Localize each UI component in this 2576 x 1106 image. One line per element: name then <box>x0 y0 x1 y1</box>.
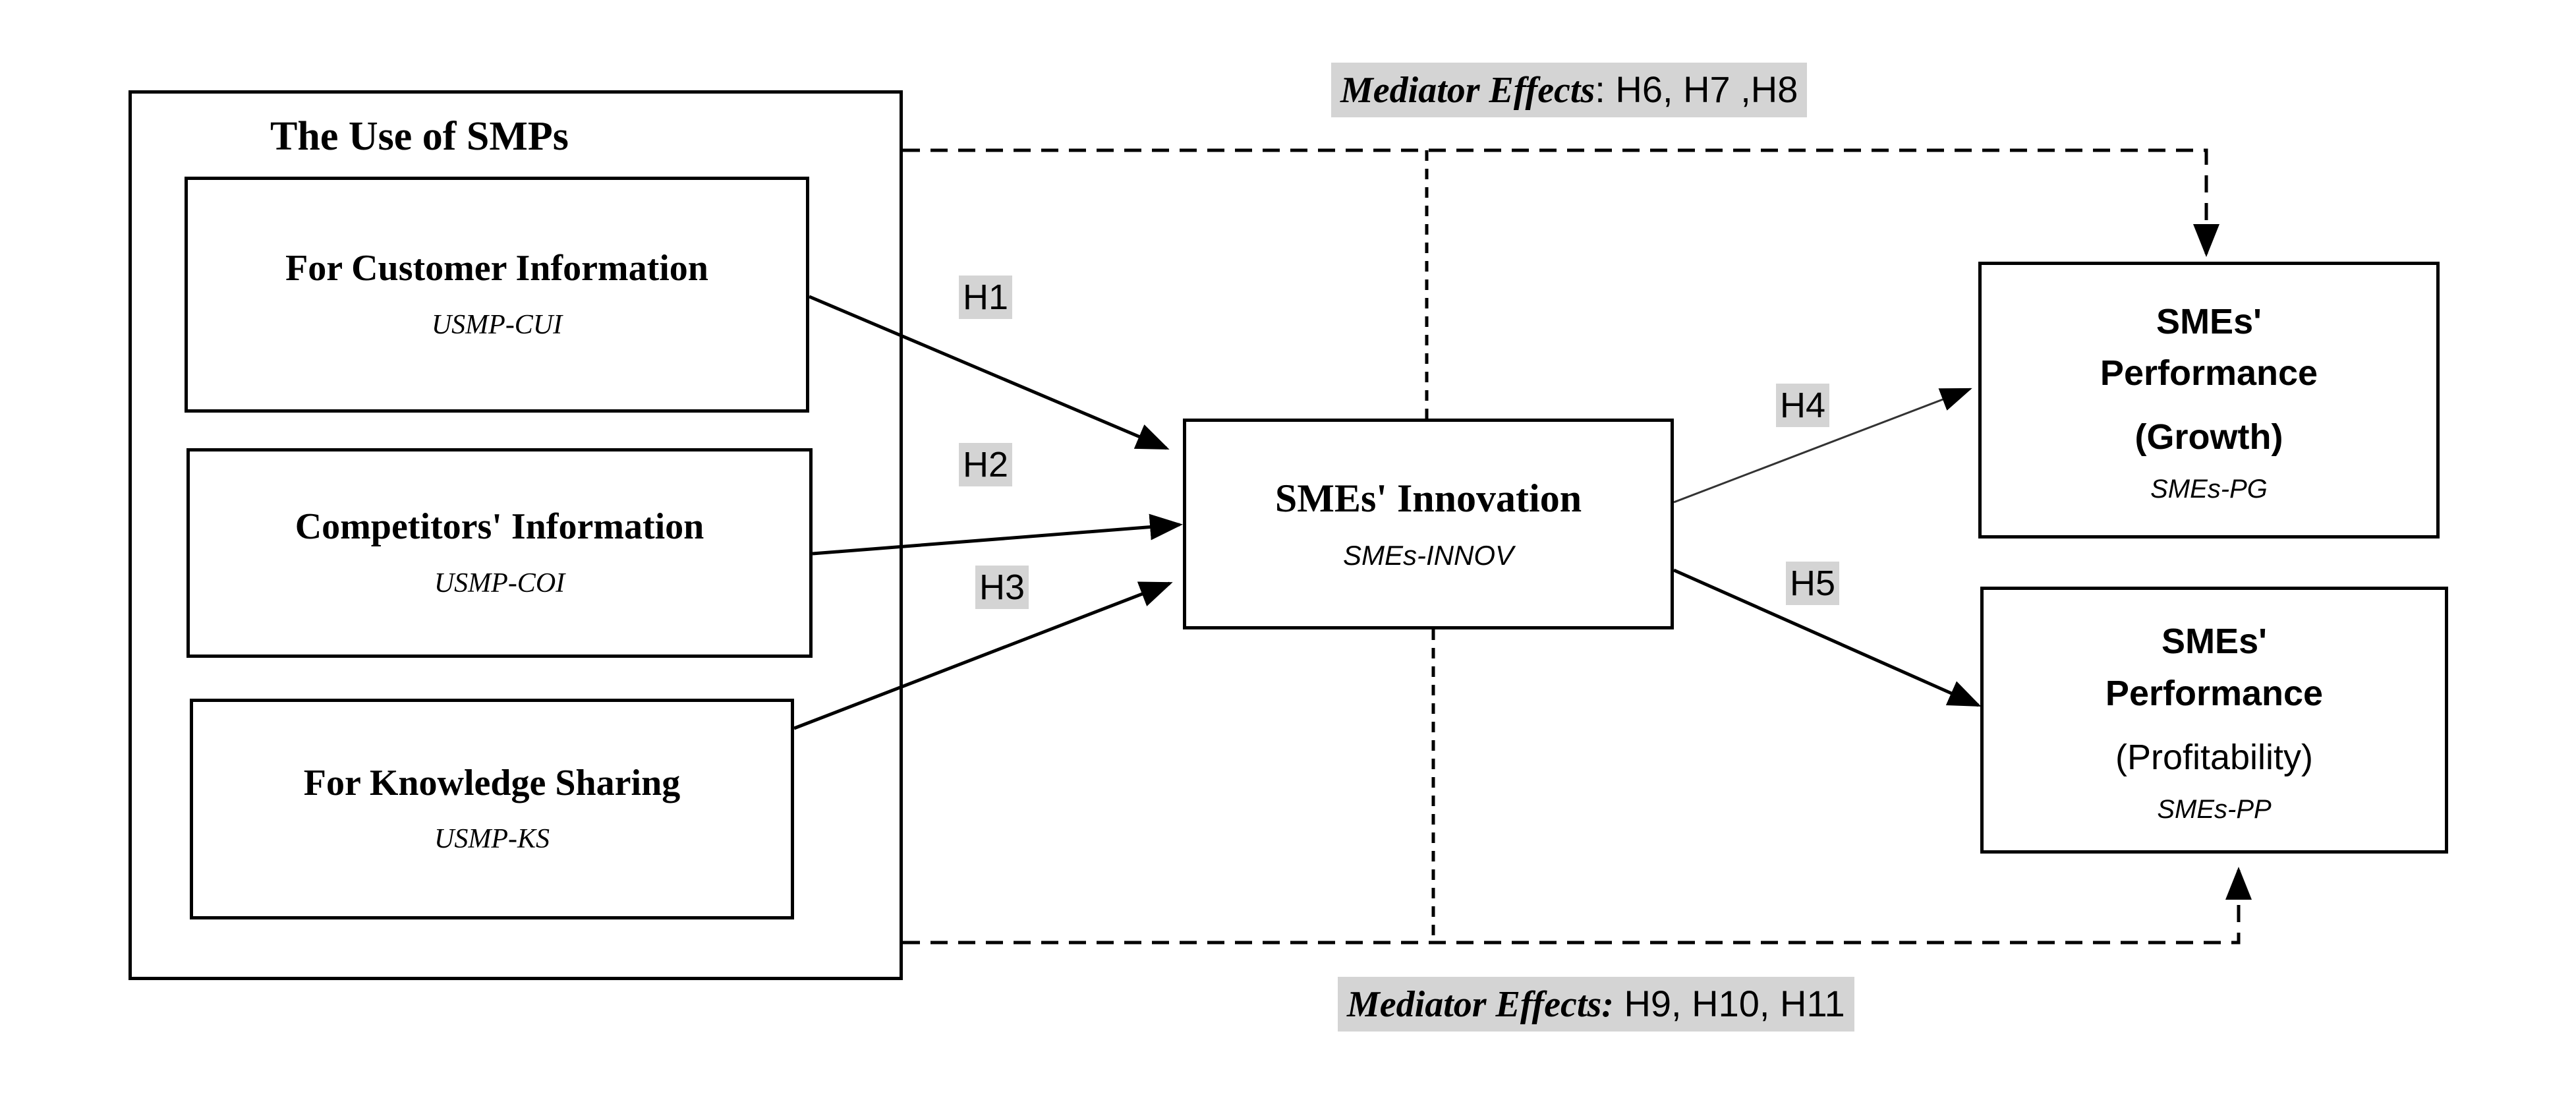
mediator-bottom-codes: H9, H10, H11 <box>1613 983 1845 1024</box>
smp-use-container <box>129 90 903 980</box>
box-smes-performance-growth: SMEs' Performance (Growth) SMEs-PG <box>1978 262 2440 538</box>
mediator-top-prefix: Mediator Effects <box>1340 70 1595 111</box>
arrow-h3 <box>793 581 1173 730</box>
smes-innovation-code: SMEs-INNOV <box>1342 540 1514 571</box>
mediator-bottom-path <box>903 877 2241 945</box>
knowledge-sharing-title: For Knowledge Sharing <box>303 762 681 803</box>
smes-innovation-title: SMEs' Innovation <box>1274 477 1582 520</box>
growth-title-line2: Performance <box>2100 353 2318 393</box>
box-smes-performance-profitability: SMEs' Performance (Profitability) SMEs-P… <box>1980 587 2448 854</box>
profitability-title-line2: Performance <box>2105 673 2324 713</box>
profitability-title-line1: SMEs' <box>2161 622 2267 662</box>
label-h3: H3 <box>975 566 1029 609</box>
customer-information-title: For Customer Information <box>285 248 708 289</box>
competitors-information-title: Competitors' Information <box>295 506 704 548</box>
smp-use-title: The Use of SMPs <box>270 114 569 159</box>
profitability-code: SMEs-PP <box>2157 794 2272 824</box>
profitability-subtitle: (Profitability) <box>2115 737 2314 777</box>
box-competitors-information: Competitors' Information USMP-COI <box>186 448 813 658</box>
mediator-top-codes: : H6, H7 ,H8 <box>1595 69 1798 110</box>
knowledge-sharing-code: USMP-KS <box>434 824 550 855</box>
box-knowledge-sharing: For Knowledge Sharing USMP-KS <box>190 699 794 919</box>
arrow-h5 <box>1673 568 1982 707</box>
label-h1: H1 <box>959 276 1013 319</box>
growth-title-line1: SMEs' <box>2156 301 2262 341</box>
mediator-top-label: Mediator Effects: H6, H7 ,H8 <box>1331 63 1808 117</box>
label-h5: H5 <box>1786 562 1840 605</box>
label-h2: H2 <box>959 443 1013 486</box>
arrow-h1 <box>809 295 1170 450</box>
arrow-h4 <box>1673 388 1972 504</box>
mediator-bottom-prefix: Mediator Effects: <box>1347 984 1614 1025</box>
mediator-bottom-label: Mediator Effects: H9, H10, H11 <box>1338 977 1854 1032</box>
growth-code: SMEs-PG <box>2150 475 2268 504</box>
growth-subtitle: (Growth) <box>2134 417 2283 457</box>
customer-information-code: USMP-CUI <box>431 309 563 340</box>
box-smes-innovation: SMEs' Innovation SMEs-INNOV <box>1183 419 1674 629</box>
label-h4: H4 <box>1776 384 1830 427</box>
arrow-h2 <box>812 513 1183 556</box>
mediator-top-path <box>903 148 2208 247</box>
competitors-information-code: USMP-COI <box>434 568 565 598</box>
box-customer-information: For Customer Information USMP-CUI <box>185 177 809 413</box>
